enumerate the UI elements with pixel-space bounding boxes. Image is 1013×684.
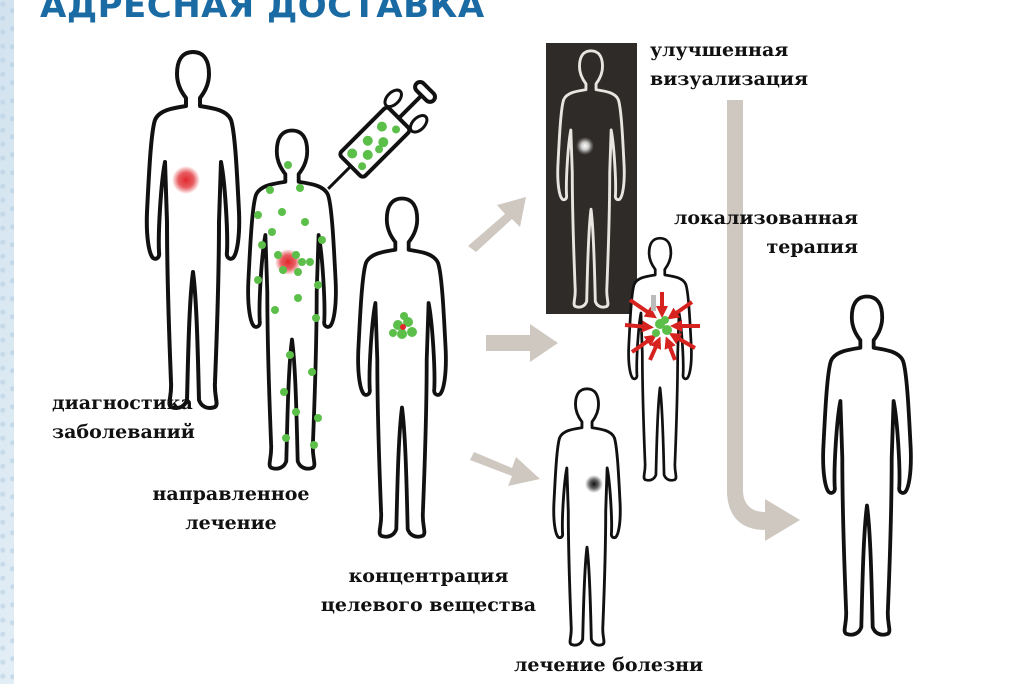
imaging-spot [576,137,594,155]
figure-disease-treatment [554,389,621,645]
label-concentration: концентрация целевого вещества [306,562,551,620]
figure-healthy [823,297,911,635]
label-imaging: улучшенная визуализация [650,36,820,94]
label-directed: направленное лечение [141,480,321,538]
label-imaging-line1: улучшенная [650,36,820,65]
label-cure: лечение болезни [514,651,703,680]
pathway-arrow [727,100,800,541]
figure-concentration [358,199,446,537]
label-therapy: локализованная терапия [650,204,858,262]
syringe-icon [311,71,445,205]
label-diagnostics-line2: заболеваний [52,418,195,447]
treated-spot [585,475,603,493]
flow-arrows [468,197,558,486]
label-directed-line1: направленное [141,480,321,509]
figure-directed-treatment [248,131,336,469]
label-imaging-line2: визуализация [650,65,820,94]
label-diagnostics-line1: диагностика [52,389,195,418]
label-directed-line2: лечение [141,509,321,538]
label-diagnostics: диагностика заболеваний [52,389,195,447]
figure-therapy [629,238,692,480]
label-therapy-line2: терапия [650,233,858,262]
figure-diagnostics [147,52,239,408]
disease-spot [172,166,200,194]
label-concentration-line1: концентрация [306,562,551,591]
label-concentration-line2: целевого вещества [306,591,551,620]
label-therapy-line1: локализованная [650,204,858,233]
